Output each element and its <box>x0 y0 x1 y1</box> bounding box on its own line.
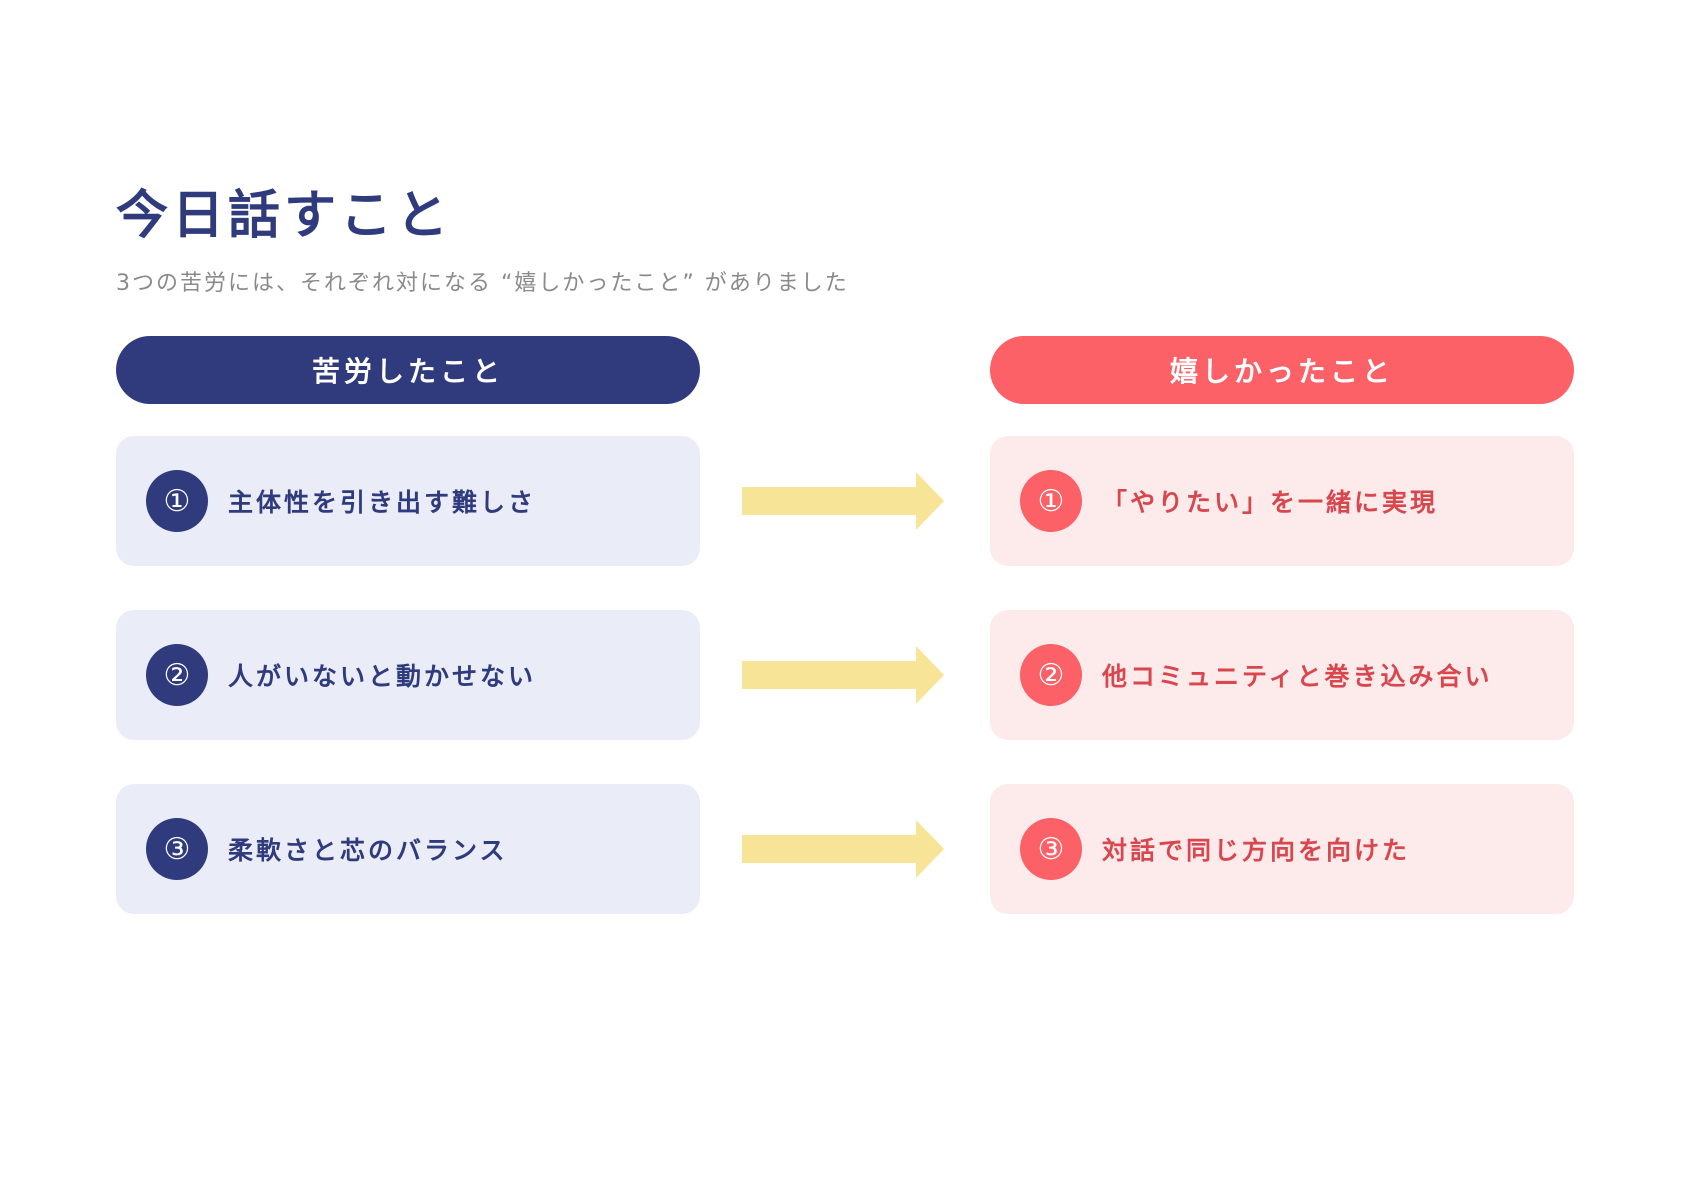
right-arrow-icon <box>742 472 944 530</box>
struggles-header: 苦労したこと <box>116 336 700 404</box>
page-title: 今日話すこと <box>116 186 453 246</box>
joy-card-1: ① 「やりたい」を一緒に実現 <box>990 436 1574 566</box>
struggle-card-3: ③ 柔軟さと芯のバランス <box>116 784 700 914</box>
joy-card-3: ③ 対話で同じ方向を向けた <box>990 784 1574 914</box>
number-badge: ① <box>146 470 208 532</box>
number-badge: ② <box>146 644 208 706</box>
number-badge: ③ <box>1020 818 1082 880</box>
struggle-card-1: ① 主体性を引き出す難しさ <box>116 436 700 566</box>
number-badge: ① <box>1020 470 1082 532</box>
right-arrow-icon <box>742 646 944 704</box>
number-badge: ③ <box>146 818 208 880</box>
struggle-text: 主体性を引き出す難しさ <box>228 488 537 517</box>
joys-header: 嬉しかったこと <box>990 336 1574 404</box>
joy-text: 対話で同じ方向を向けた <box>1102 836 1411 865</box>
joy-text: 「やりたい」を一緒に実現 <box>1102 488 1439 517</box>
struggle-text: 柔軟さと芯のバランス <box>228 836 508 865</box>
joy-text: 他コミュニティと巻き込み合い <box>1102 662 1493 691</box>
struggle-text: 人がいないと動かせない <box>228 662 537 691</box>
struggle-card-2: ② 人がいないと動かせない <box>116 610 700 740</box>
right-arrow-icon <box>742 820 944 878</box>
joy-card-2: ② 他コミュニティと巻き込み合い <box>990 610 1574 740</box>
number-badge: ② <box>1020 644 1082 706</box>
page-subtitle: 3つの苦労には、それぞれ対になる “嬉しかったこと” がありました <box>116 271 849 296</box>
